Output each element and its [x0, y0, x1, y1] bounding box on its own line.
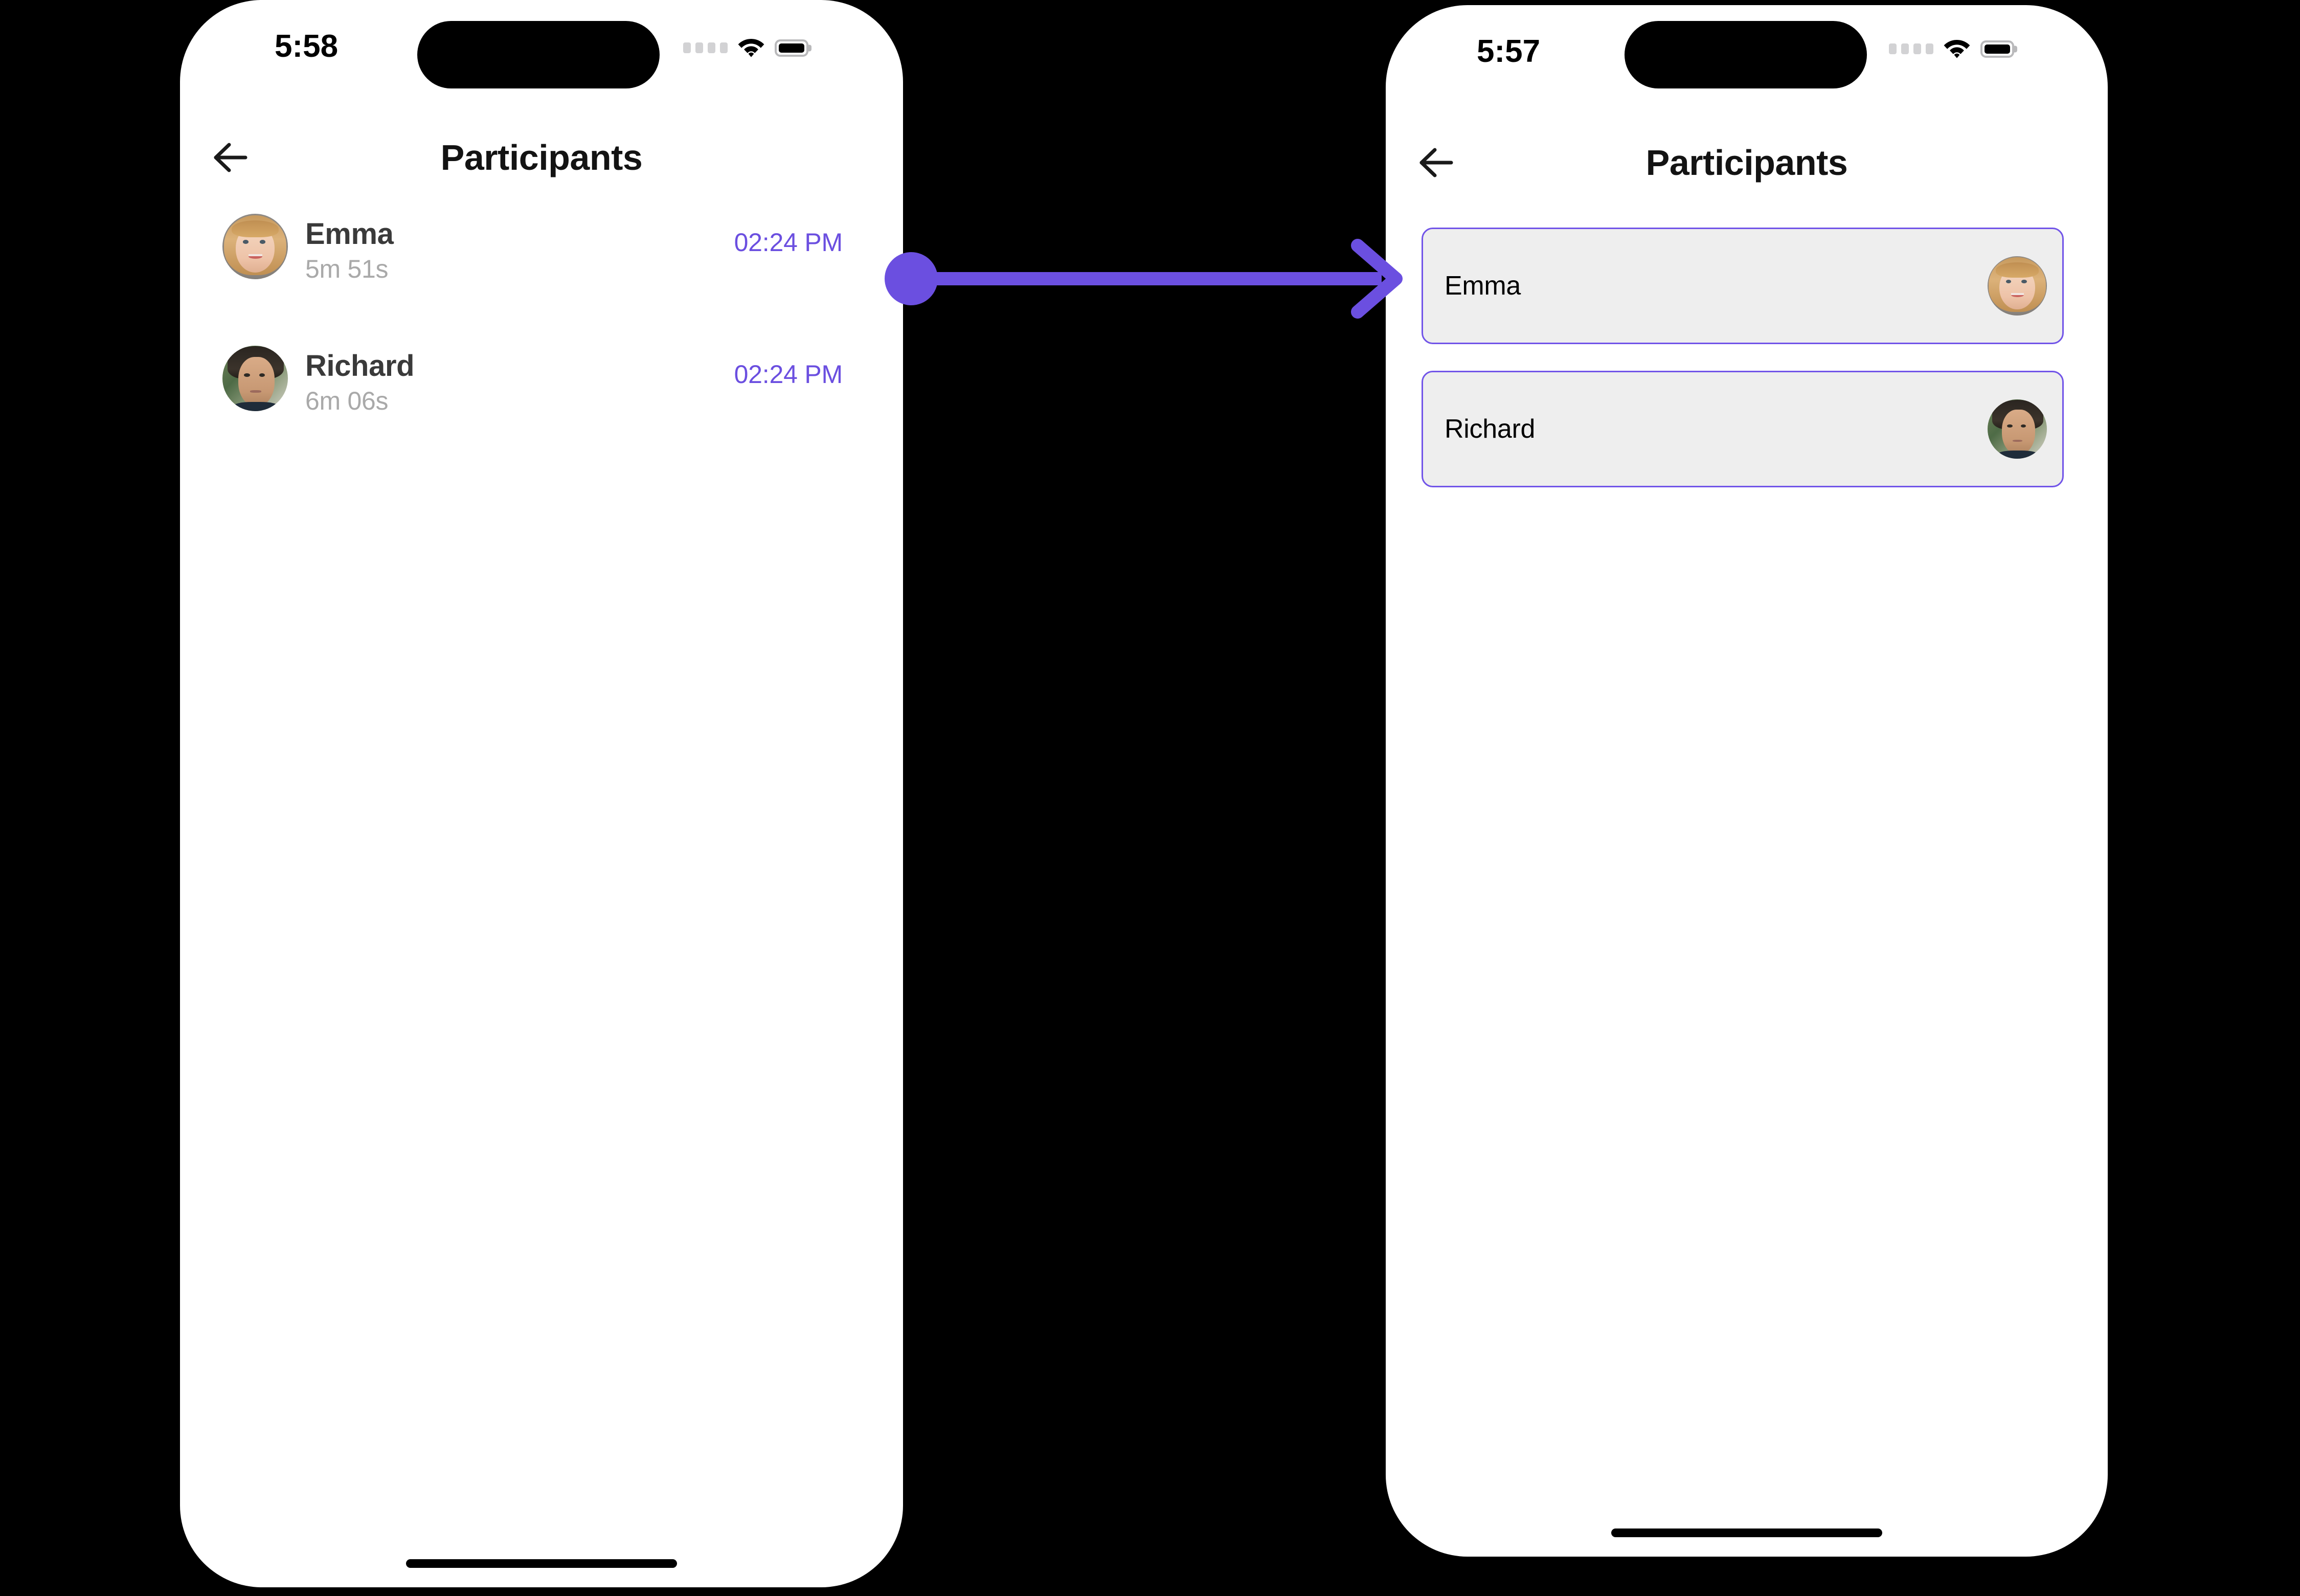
status-bar-left: 5:58 — [180, 0, 903, 102]
participant-timestamp: 02:24 PM — [734, 360, 843, 389]
wifi-icon — [737, 36, 765, 60]
arrow-left-icon — [1416, 146, 1455, 182]
participant-duration: 5m 51s — [305, 255, 389, 283]
phone-left: 5:58 Participants Emma 5m 51s 02:24 PM — [180, 0, 903, 1587]
nav-bar-left: Participants — [180, 128, 903, 189]
participant-card-richard[interactable]: Richard — [1422, 371, 2064, 487]
participant-timestamp: 02:24 PM — [734, 228, 843, 257]
participant-duration: 6m 06s — [305, 387, 389, 415]
battery-full-icon — [775, 39, 808, 57]
back-button[interactable] — [1410, 138, 1461, 189]
status-time: 5:57 — [1477, 34, 1541, 69]
status-icons — [683, 36, 808, 60]
wifi-icon — [1943, 37, 1971, 61]
home-indicator — [1611, 1528, 1882, 1537]
tap-target-arrow-icon — [869, 235, 1432, 327]
nav-bar-right: Participants — [1386, 133, 2108, 194]
home-indicator — [406, 1559, 677, 1568]
page-title: Participants — [1645, 143, 1848, 183]
status-icons — [1889, 37, 2014, 61]
arrow-left-icon — [211, 141, 250, 177]
participant-row-richard[interactable]: Richard 6m 06s 02:24 PM — [180, 342, 903, 417]
battery-full-icon — [1980, 40, 2014, 58]
participant-name: Emma — [1445, 271, 1521, 301]
participant-card-emma[interactable]: Emma — [1422, 228, 2064, 344]
participant-name: Richard — [305, 349, 415, 383]
emma-avatar — [222, 214, 288, 279]
back-button[interactable] — [205, 133, 256, 184]
signal-dots-icon — [1889, 43, 1933, 54]
participant-name: Emma — [305, 217, 394, 251]
signal-dots-icon — [683, 42, 728, 53]
richard-avatar — [222, 346, 288, 411]
dynamic-island — [417, 21, 660, 88]
phone-right: 5:57 Participants Emma Richard — [1386, 5, 2108, 1557]
status-bar-right: 5:57 — [1386, 5, 2108, 107]
participant-row-emma[interactable]: Emma 5m 51s 02:24 PM — [180, 210, 903, 285]
participant-name: Richard — [1445, 414, 1536, 444]
emma-avatar — [1988, 256, 2047, 316]
dynamic-island — [1625, 21, 1867, 88]
richard-avatar — [1988, 399, 2047, 459]
page-title: Participants — [440, 138, 643, 177]
status-time: 5:58 — [275, 29, 339, 64]
